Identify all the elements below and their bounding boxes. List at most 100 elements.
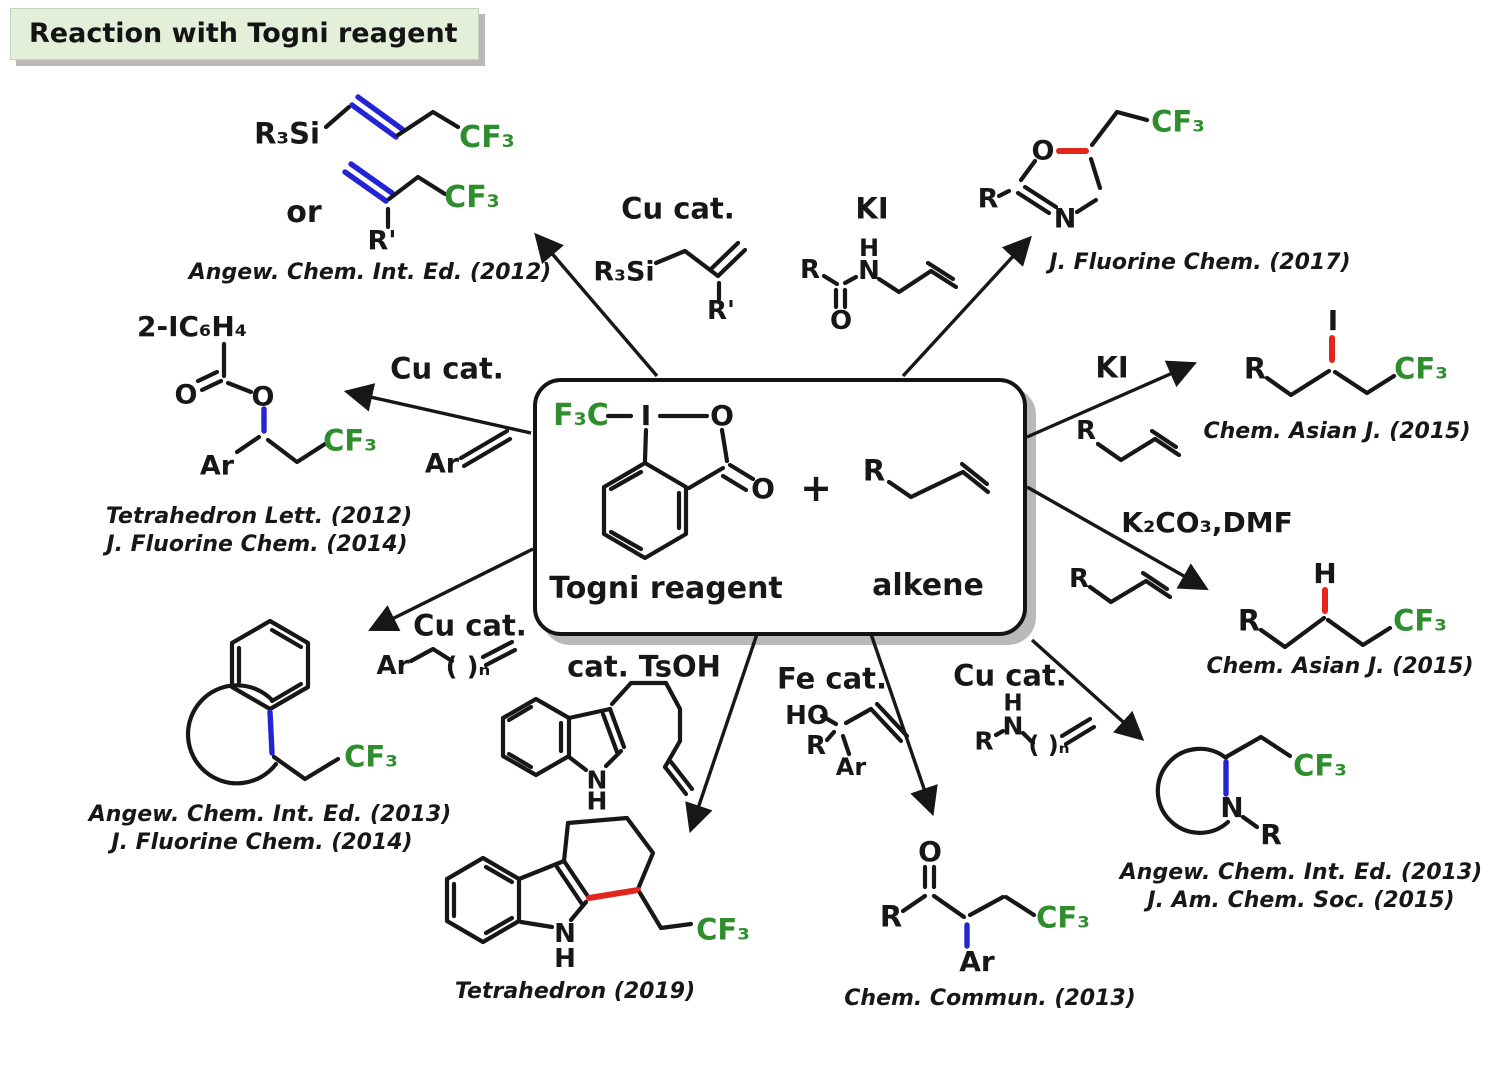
citation-ester-2: J. Fluorine Chem. (2014): [106, 532, 408, 557]
togni-reagent-structure: [601, 413, 756, 561]
citation-ketone: Chem. Commun. (2013): [844, 986, 1136, 1011]
i-label: I: [640, 399, 652, 432]
cf3-label: CF₃: [323, 423, 377, 458]
alkene-label: alkene: [872, 568, 984, 603]
n-label: N: [1002, 711, 1024, 741]
n-label: N: [1220, 791, 1244, 824]
plus-sign: +: [800, 466, 832, 510]
r-label: R: [862, 453, 886, 488]
benzo-carbocycle-product-structure: [185, 618, 341, 786]
arrow-to-oxazoline: [901, 235, 1032, 378]
citation-carbocycle-2: J. Fluorine Chem. (2014): [111, 830, 413, 855]
reaction-arrows: [343, 232, 1209, 834]
r-label: R: [977, 183, 999, 215]
condition-ki-top: KI: [855, 191, 889, 226]
n-label: N: [586, 765, 608, 795]
iodoaryl-label: 2-IC₆H₄: [136, 310, 248, 343]
or-label: or: [286, 195, 322, 230]
arrow-to-ketone: [869, 633, 938, 817]
condition-ki-right: KI: [1095, 350, 1129, 385]
condition-cu-cat-top: Cu cat.: [621, 191, 735, 226]
condition-tsoh: cat. TsOH: [567, 649, 721, 684]
o-label: O: [829, 306, 853, 336]
citation-amine-1: Angew. Chem. Int. Ed. (2013): [1119, 860, 1483, 885]
r-label: R: [1243, 351, 1267, 386]
carbazole-product-structure: [444, 815, 694, 945]
citation-ester-1: Tetrahedron Lett. (2012): [105, 504, 413, 529]
oxazoline-product-structure: [996, 109, 1150, 216]
citation-carbocycle-1: Angew. Chem. Int. Ed. (2013): [88, 802, 452, 827]
o-label: O: [710, 399, 734, 432]
cf3-label: CF₃: [696, 912, 750, 947]
allyl-amide-reactant-structure: [821, 260, 959, 310]
silyl-product-structures: [323, 94, 461, 230]
arrow-to-iodide: [1026, 360, 1197, 439]
citation-iodide: Chem. Asian J. (2015): [1203, 419, 1471, 444]
n-label: N: [858, 256, 880, 286]
o-label: O: [251, 381, 275, 413]
ar-label: Ar: [376, 651, 410, 681]
o-label: O: [174, 379, 198, 411]
r-label: R: [1075, 416, 1097, 446]
cf3-label: CF₃: [1036, 900, 1090, 935]
page-title: Reaction with Togni reagent: [10, 8, 479, 60]
arrow-to-carbocycle: [368, 547, 534, 632]
cf3-label: CF₃: [1393, 603, 1447, 638]
o-label: O: [1031, 135, 1055, 167]
condition-fe-cat: Fe cat.: [776, 661, 888, 696]
citation-oxazoline: J. Fluorine Chem. (2017): [1049, 250, 1351, 275]
r-label: R: [1068, 564, 1090, 594]
h-label: H: [1003, 690, 1023, 717]
h-label: H: [1313, 557, 1337, 590]
r-prime-label: R': [707, 296, 735, 326]
condition-k2co3: K₂CO₃,DMF: [1121, 506, 1293, 539]
arrow-to-hydrotrifluoromethylation: [1026, 485, 1209, 591]
iodide-product-structure: [1264, 335, 1397, 398]
o-label: O: [918, 835, 942, 868]
chain-length-label: ( )ₙ: [445, 652, 491, 682]
ar-label: Ar: [959, 945, 995, 978]
cf3-label: CF₃: [1394, 351, 1448, 386]
cf3-label: CF₃: [444, 180, 500, 215]
cyclic-amine-product-structure: [1155, 734, 1293, 835]
togni-reagent-label: Togni reagent: [549, 571, 783, 606]
styrene-reactant-structure: [458, 428, 513, 469]
arrow-to-carbazole: [685, 633, 759, 834]
r-label: R: [805, 731, 827, 761]
indole-reactant-structure: [500, 680, 695, 797]
alkene-structure: [886, 461, 991, 500]
r-label: R: [974, 726, 994, 756]
allylic-alcohol-reactant-structure: [819, 701, 910, 757]
r3si-label: R₃Si: [593, 256, 655, 288]
r-label: R: [799, 255, 821, 285]
cf3-label: CF₃: [1151, 104, 1205, 139]
central-reagent-box: [533, 378, 1027, 636]
citation-carbazole: Tetrahedron (2019): [454, 979, 696, 1004]
arrow-to-ester: [343, 383, 532, 435]
r-label: R: [1260, 818, 1282, 851]
h-label: H: [586, 786, 608, 816]
i-label: I: [1327, 304, 1339, 337]
arrow-to-silyl-products: [534, 232, 659, 378]
alkenyl-amine-reactant-structure: [993, 716, 1097, 747]
r-label: R: [879, 899, 903, 934]
r-prime-label: R': [367, 225, 397, 257]
iodoaryl-ester-structure: [195, 341, 328, 465]
ar-label: Ar: [835, 753, 867, 781]
ar-label: Ar: [424, 448, 460, 480]
allyl-reactant-k2co3-structure: [1087, 570, 1173, 605]
f3c-label: F₃C: [553, 398, 609, 433]
condition-cu-cat-bottomleft: Cu cat.: [413, 608, 527, 643]
citation-silyl: Angew. Chem. Int. Ed. (2012): [188, 260, 552, 285]
condition-cu-cat-left: Cu cat.: [390, 351, 504, 386]
condition-cu-cat-bottomright: Cu cat.: [953, 658, 1067, 693]
h-label: H: [858, 234, 880, 262]
citation-amine-2: J. Am. Chem. Soc. (2015): [1147, 888, 1455, 913]
cf3-label: CF₃: [344, 739, 398, 774]
r3si-label: R₃Si: [254, 116, 320, 151]
r-label: R: [1237, 603, 1261, 638]
hydro-product-structure: [1258, 587, 1393, 650]
citation-hydro: Chem. Asian J. (2015): [1206, 654, 1474, 679]
h-label: H: [554, 944, 576, 974]
